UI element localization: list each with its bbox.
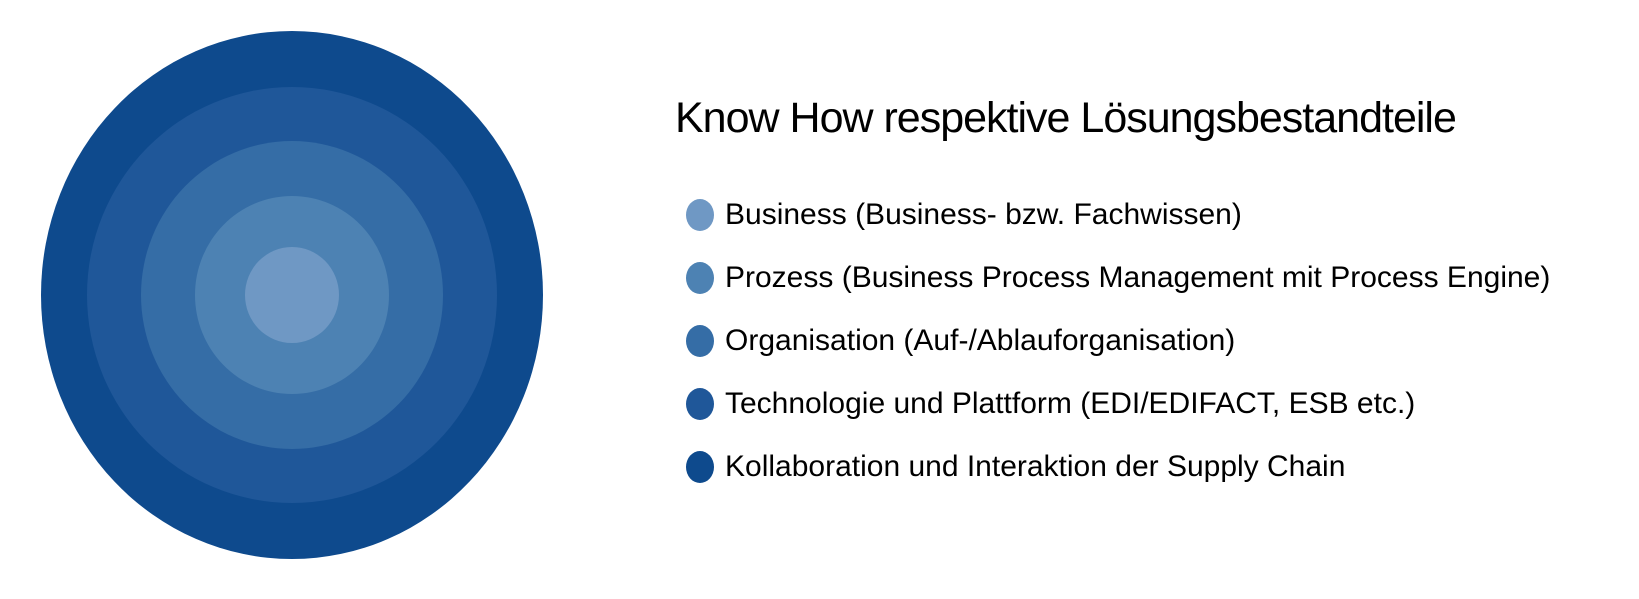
legend-title: Know How respektive Lösungsbestandteile	[675, 94, 1457, 142]
legend-item: Business (Business- bzw. Fachwissen)	[686, 183, 1550, 246]
legend-bullet-icon	[686, 450, 714, 483]
legend-item-label: Kollaboration und Interaktion der Supply…	[725, 449, 1346, 483]
legend-item: Prozess (Business Process Management mit…	[686, 246, 1550, 309]
legend-item: Kollaboration und Interaktion der Supply…	[686, 435, 1550, 498]
legend-item-label: Technologie und Plattform (EDI/EDIFACT, …	[725, 386, 1416, 420]
legend-item-label: Organisation (Auf-/Ablauforganisation)	[725, 323, 1236, 357]
legend-items: Business (Business- bzw. Fachwissen) Proz…	[686, 183, 1550, 498]
legend-item: Technologie und Plattform (EDI/EDIFACT, …	[686, 372, 1550, 435]
legend-bullet-icon	[686, 198, 714, 231]
legend-item: Organisation (Auf-/Ablauforganisation)	[686, 309, 1550, 372]
legend-bullet-icon	[686, 324, 714, 357]
legend-bullet-icon	[686, 387, 714, 420]
diagram-ring-4	[245, 247, 339, 343]
legend-item-label: Business (Business- bzw. Fachwissen)	[725, 197, 1242, 231]
legend-item-label: Prozess (Business Process Management mit…	[725, 260, 1551, 294]
legend-bullet-icon	[686, 261, 714, 294]
